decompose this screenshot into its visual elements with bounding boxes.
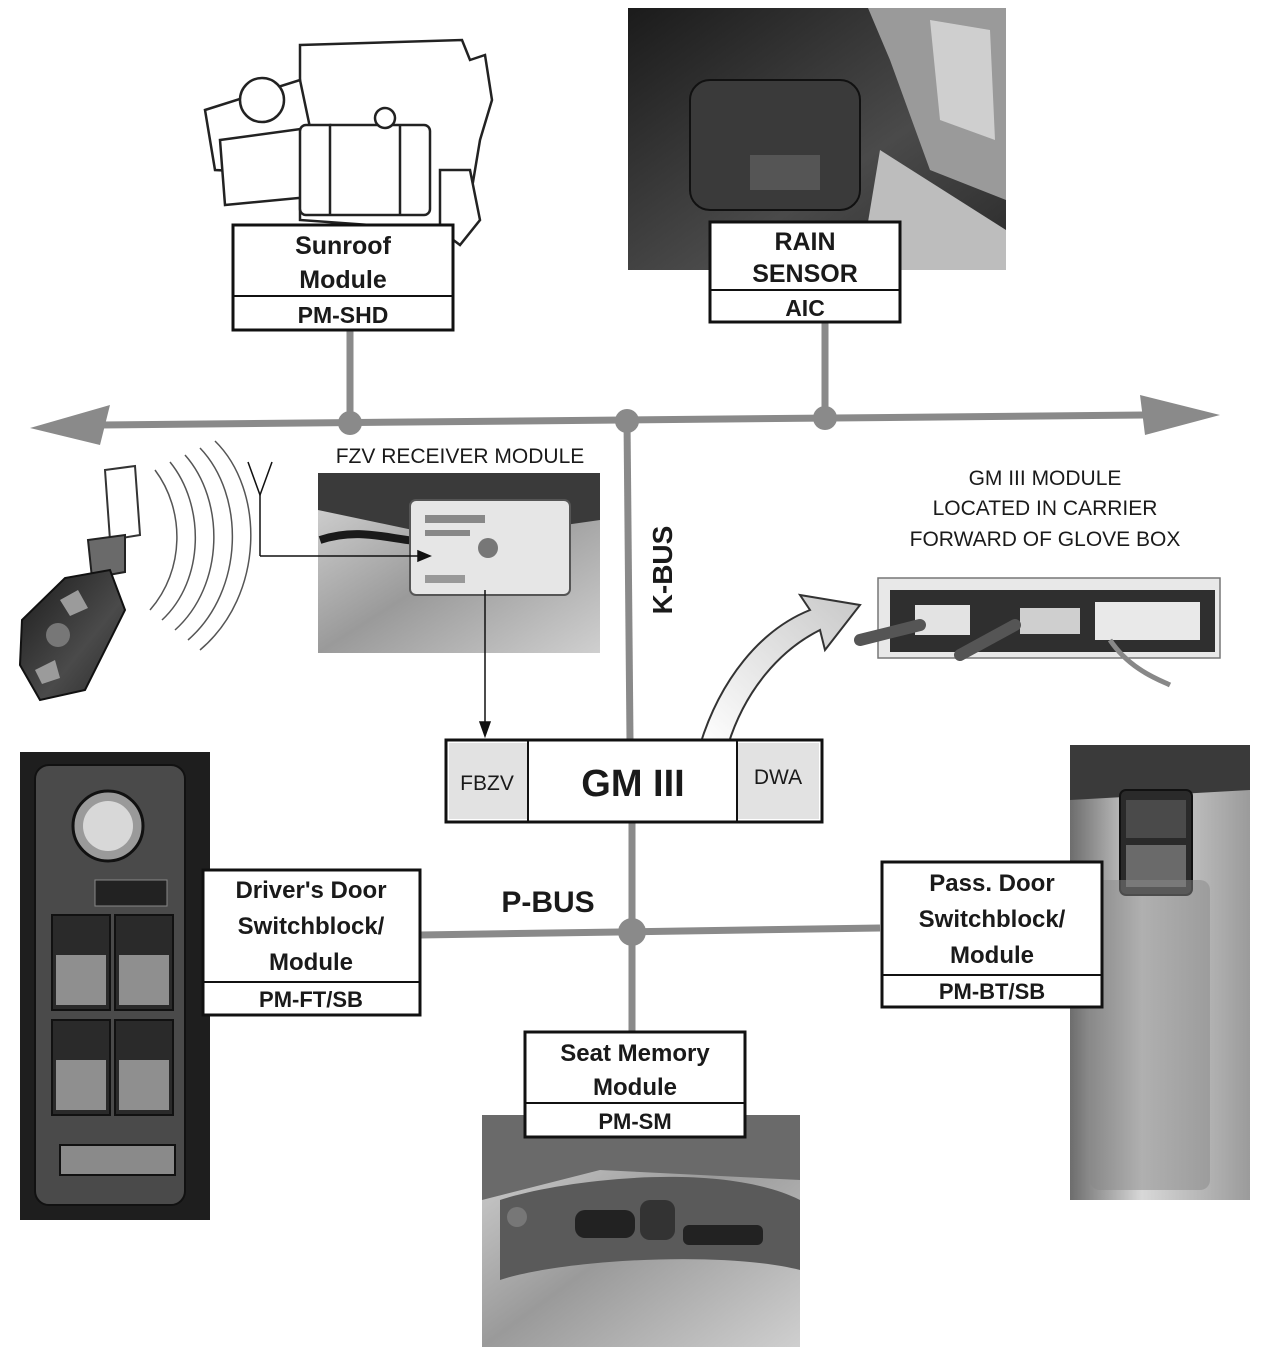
passenger-switchblock-photo [1070, 745, 1250, 1200]
pass-label-line3: Module [950, 942, 1034, 969]
driver-switchblock-photo [20, 752, 210, 1220]
gm3-fbzv-label: FBZV [460, 772, 514, 795]
gm3-central-box: FBZV GM III DWA [444, 738, 824, 824]
rain-label-line2: SENSOR [752, 260, 858, 288]
driver-code: PM-FT/SB [259, 987, 363, 1012]
gm3-module-photo [854, 577, 1221, 688]
k-bus-line [30, 322, 1220, 741]
rain-label-line1: RAIN [774, 228, 835, 256]
fzv-caption: FZV RECEIVER MODULE [336, 445, 585, 468]
sunroof-label-line2: Module [299, 266, 387, 294]
k-bus-node-gm3 [615, 409, 639, 433]
seat-label-line2: Module [593, 1074, 677, 1101]
pass-label-line2: Switchblock/ [919, 906, 1066, 933]
fzv-antenna-connection [247, 461, 492, 739]
p-bus-line [419, 822, 881, 1032]
sunroof-motor-illustration [203, 38, 494, 247]
driver-door-box: Driver's Door Switchblock/ Module PM-FT/… [201, 868, 422, 1017]
seat-memory-photo [482, 1115, 800, 1347]
k-bus-left-arrowhead [30, 405, 110, 445]
p-bus-label: P-BUS [501, 886, 594, 919]
k-bus-node-rain [813, 406, 837, 430]
pass-code: PM-BT/SB [939, 979, 1045, 1004]
sunroof-module-box: Sunroof Module PM-SHD [231, 223, 455, 332]
seat-label-line1: Seat Memory [560, 1040, 710, 1067]
radio-waves [149, 440, 252, 651]
gm3-location-note: GM III MODULE LOCATED IN CARRIER FORWARD… [910, 467, 1181, 551]
seat-memory-box: Seat Memory Module PM-SM [523, 1030, 747, 1139]
gm3-note-line3: FORWARD OF GLOVE BOX [910, 528, 1181, 551]
gm3-title: GM III [581, 763, 684, 805]
k-bus-right-arrowhead [1140, 395, 1220, 435]
seat-code: PM-SM [598, 1109, 671, 1134]
k-bus-label: K-BUS [647, 526, 678, 615]
key-fob-illustration [18, 464, 142, 702]
sunroof-code: PM-SHD [298, 302, 389, 328]
gm3-note-line1: GM III MODULE [969, 467, 1122, 490]
rain-sensor-box: RAIN SENSOR AIC [708, 220, 902, 324]
gm3-dwa-label: DWA [754, 766, 802, 789]
k-bus-node-sunroof [338, 411, 362, 435]
rain-sensor-photo [628, 8, 1006, 270]
passenger-door-box: Pass. Door Switchblock/ Module PM-BT/SB [880, 860, 1104, 1009]
driver-label-line2: Switchblock/ [238, 913, 385, 940]
pass-label-line1: Pass. Door [929, 870, 1054, 897]
gm3-location-arrow [698, 593, 862, 746]
sunroof-label-line1: Sunroof [295, 232, 391, 260]
gm3-note-line2: LOCATED IN CARRIER [933, 497, 1158, 520]
driver-label-line1: Driver's Door [235, 877, 386, 904]
rain-code: AIC [785, 295, 825, 321]
driver-label-line3: Module [269, 949, 353, 976]
p-bus-node [618, 918, 646, 946]
fzv-receiver-photo [318, 473, 600, 653]
